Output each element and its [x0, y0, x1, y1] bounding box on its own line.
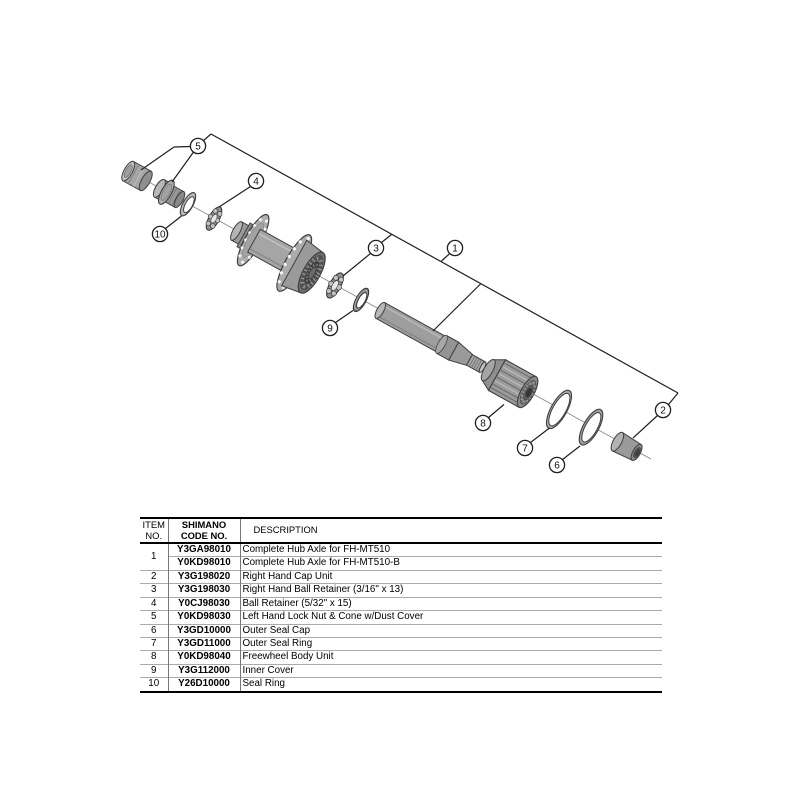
cell-shimano-code: Y0CJ98030 — [168, 596, 241, 611]
svg-text:1: 1 — [452, 244, 458, 255]
part-hub-shell — [230, 213, 326, 294]
cell-description: Outer Seal Ring — [240, 636, 662, 651]
cell-description: Right Hand Ball Retainer (3/16" x 13) — [240, 583, 662, 598]
part-inner-cover — [352, 287, 370, 313]
cell-description: Seal Ring — [240, 677, 662, 692]
part-freewheel-body — [480, 358, 539, 409]
cell-item-no: 1 — [140, 542, 169, 571]
svg-text:8: 8 — [480, 419, 486, 430]
part-ball-retainer-3 — [326, 272, 344, 299]
cell-shimano-code: Y3G198030 — [168, 583, 241, 598]
callout-10: 10 — [151, 225, 169, 243]
cell-shimano-code: Y3G112000 — [168, 663, 241, 678]
header-shimano-code: SHIMANO CODE NO. — [168, 518, 241, 544]
callout-5: 5 — [189, 137, 207, 155]
cell-description: Freewheel Body Unit — [240, 650, 662, 665]
callout-7: 7 — [516, 439, 534, 457]
cell-description: Inner Cover — [240, 663, 662, 678]
callout-8: 8 — [474, 414, 492, 432]
part-right-cap — [610, 431, 643, 461]
table-header-row: ITEM NO. SHIMANO CODE NO. DESCRIPTION — [140, 518, 662, 544]
cell-item-no: 7 — [140, 636, 169, 651]
cell-item-no: 8 — [140, 650, 169, 665]
part-left-locknut-cone — [152, 178, 186, 209]
svg-text:10: 10 — [154, 230, 166, 241]
cell-description: Outer Seal Cap — [240, 623, 662, 638]
callout-leader-lines — [140, 133, 679, 460]
cell-shimano-code: Y3G198020 — [168, 569, 241, 584]
part-outer-seal-cap — [578, 408, 604, 446]
cell-item-no: 10 — [140, 677, 169, 692]
cell-shimano-code: Y0KD98030 — [168, 610, 241, 624]
svg-text:4: 4 — [253, 177, 259, 188]
cell-item-no: 2 — [140, 569, 169, 584]
callout-1: 1 — [446, 239, 464, 257]
header-item-line2: NO. — [145, 529, 163, 541]
header-description: DESCRIPTION — [253, 524, 318, 536]
callout-6: 6 — [548, 456, 566, 474]
callout-3: 3 — [367, 239, 385, 257]
part-seal-ring-10 — [179, 192, 197, 217]
cell-description: Complete Hub Axle for FH-MT510 — [240, 542, 662, 557]
cell-shimano-code: Y3GD11000 — [168, 636, 241, 651]
header-code-line2: CODE NO. — [180, 529, 228, 541]
callout-balloons: 1 2 3 4 5 6 7 8 9 10 — [151, 137, 672, 474]
exploded-diagram: 1 2 3 4 5 6 7 8 9 10 — [121, 133, 679, 474]
part-outer-seal-ring — [545, 389, 573, 430]
cell-shimano-code: Y3GA98010 — [168, 542, 241, 557]
cell-description: Left Hand Lock Nut & Cone w/Dust Cover — [240, 610, 662, 624]
header-code-line1: SHIMANO — [181, 519, 227, 530]
callout-4: 4 — [247, 172, 265, 190]
cell-shimano-code: Y0KD98010 — [168, 556, 241, 571]
callout-2: 2 — [654, 401, 672, 419]
header-item-no: ITEM NO. — [140, 518, 169, 544]
cell-item-no: 3 — [140, 583, 169, 598]
header-item-line1: ITEM — [142, 519, 165, 530]
svg-text:9: 9 — [327, 324, 333, 335]
svg-text:3: 3 — [373, 244, 379, 255]
cell-shimano-code: Y26D10000 — [168, 677, 241, 692]
cell-item-no: 6 — [140, 623, 169, 638]
svg-text:5: 5 — [195, 142, 201, 153]
cell-item-no: 5 — [140, 610, 169, 624]
cell-description: Complete Hub Axle for FH-MT510-B — [240, 556, 662, 571]
cell-shimano-code: Y3GD10000 — [168, 623, 241, 638]
cell-shimano-code: Y0KD98040 — [168, 650, 241, 665]
svg-text:6: 6 — [554, 461, 560, 472]
part-ball-retainer-4 — [205, 206, 223, 231]
part-hub-axle — [374, 301, 487, 374]
cell-item-no: 9 — [140, 663, 169, 678]
svg-text:2: 2 — [660, 406, 666, 417]
part-left-dust-cap — [121, 160, 153, 192]
cell-description: Right Hand Cap Unit — [240, 569, 662, 584]
callout-9: 9 — [321, 319, 339, 337]
cell-item-no: 4 — [140, 596, 169, 611]
svg-text:7: 7 — [522, 444, 528, 455]
cell-description: Ball Retainer (5/32" x 15) — [240, 596, 662, 611]
